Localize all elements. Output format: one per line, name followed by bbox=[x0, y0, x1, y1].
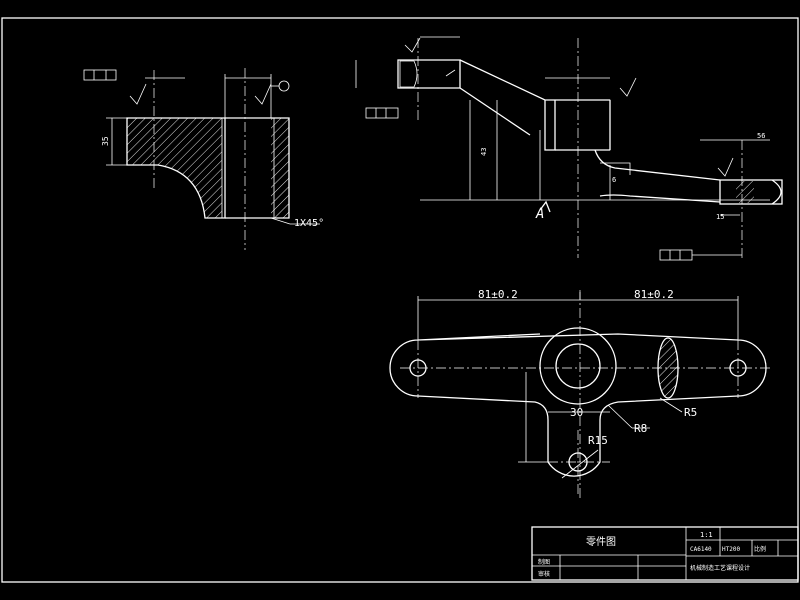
title-text: 零件图 bbox=[586, 536, 616, 548]
datum-a-label: A bbox=[535, 206, 544, 222]
title-school: 机械制造工艺课程设计 bbox=[690, 564, 750, 572]
dim-15-label: 15 bbox=[716, 213, 724, 221]
title-material: HT200 bbox=[722, 546, 740, 553]
dim-35-label: 35 bbox=[101, 136, 110, 146]
section-view-left: 1X45° 35 bbox=[83, 68, 324, 250]
drawing-frame bbox=[1, 17, 799, 583]
dim-6-label: 6 bbox=[612, 176, 616, 184]
radius-r15-label: R15 bbox=[588, 434, 608, 447]
dim-43-label: 43 bbox=[480, 148, 488, 156]
dim-81-left: 81±0.2 bbox=[478, 288, 518, 301]
title-ratio-label: 比例 bbox=[754, 545, 766, 553]
dim-56-label: 56 bbox=[757, 132, 765, 140]
plan-view: 81±0.2 81±0.2 30 R5 R8 R15 bbox=[389, 288, 770, 500]
dim-30-label: 30 bbox=[570, 406, 583, 419]
dim-81-right: 81±0.2 bbox=[634, 288, 674, 301]
title-block: 零件图 制图 审核 HT200 比例 1:1 机械制造工艺课程设计 CA6140 bbox=[531, 526, 799, 581]
title-row-label-2: 审核 bbox=[538, 570, 550, 578]
title-code: CA6140 bbox=[690, 546, 712, 553]
elevation-view-right: A 43 56 15 6 bbox=[355, 36, 783, 261]
radius-r8-label: R8 bbox=[634, 422, 647, 435]
chamfer-label: 1X45° bbox=[294, 218, 324, 229]
title-ratio-value: 1:1 bbox=[700, 531, 713, 539]
radius-r5-label: R5 bbox=[684, 406, 697, 419]
title-row-label-1: 制图 bbox=[538, 558, 550, 566]
